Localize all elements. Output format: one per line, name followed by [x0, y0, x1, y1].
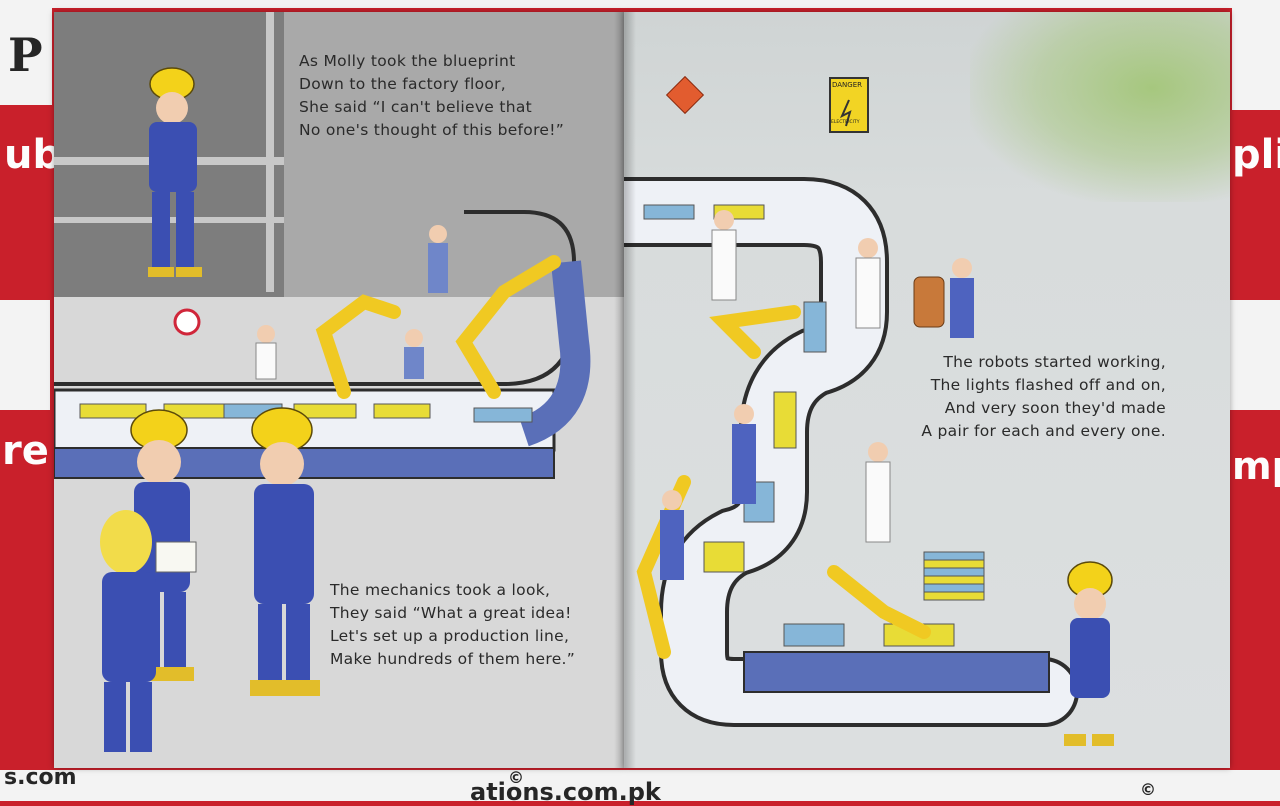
- finished-trousers-stack: [923, 551, 985, 601]
- watermark-ub: ub: [4, 132, 62, 178]
- right-page-illustration: [624, 75, 1114, 746]
- garment-piece: [79, 403, 147, 419]
- background-worker: [660, 490, 684, 580]
- no-entry-sign-icon: [173, 308, 201, 336]
- yellow-robot-arm: [827, 565, 931, 639]
- book-gutter: [614, 12, 636, 768]
- yellow-robot-arm: [315, 294, 401, 399]
- scaffold-post: [266, 12, 274, 292]
- green-wall-wash: [970, 12, 1230, 202]
- watermark-letter-p: P: [8, 28, 43, 82]
- conveyor-belt: [624, 181, 1075, 723]
- conveyor-belt-side: [54, 447, 555, 479]
- background-white-strip-top: [0, 0, 1280, 8]
- trousers: [773, 391, 797, 449]
- garment-piece: [643, 204, 695, 220]
- mechanic-boy: [250, 407, 320, 696]
- background-white-strip-left-mid: [0, 300, 50, 410]
- right-page: DANGER ELECTRICITY The robots started wo…: [624, 12, 1230, 768]
- lightning-bolt-icon: [839, 99, 852, 127]
- watermark-re: re: [2, 428, 49, 474]
- danger-sign-label: DANGER: [832, 81, 863, 89]
- left-verse-bottom: The mechanics took a look, They said “Wh…: [330, 581, 576, 668]
- background-white-strip-right-mid: [1230, 300, 1280, 410]
- cable-spool: [913, 276, 945, 328]
- left-verse-top: As Molly took the blueprint Down to the …: [299, 52, 565, 139]
- background-white-strip-left: [0, 0, 52, 105]
- right-verse: The robots started working, The lights f…: [921, 353, 1166, 440]
- molly-blonde-girl: [100, 510, 197, 752]
- danger-sign-sublabel: ELECTRICITY: [831, 120, 860, 125]
- background-worker: [855, 238, 881, 329]
- background-white-strip-bottom: [0, 770, 1280, 801]
- hazard-diamond-icon: [665, 75, 705, 115]
- watermark-scom: s.com: [4, 765, 77, 790]
- open-book: As Molly took the blueprint Down to the …: [54, 12, 1230, 768]
- background-worker: [732, 404, 756, 504]
- watermark-copyright-2: ©: [1140, 780, 1156, 799]
- boy-in-helmet: [1064, 561, 1114, 746]
- watermark-copyright-1: ©: [508, 768, 524, 787]
- conveyor-curve: [518, 260, 591, 447]
- background-worker: [255, 325, 277, 380]
- background-white-strip-right: [1232, 0, 1280, 110]
- yellow-robot-arm: [455, 255, 561, 399]
- watermark-ations: ations.com.pk: [470, 778, 661, 806]
- conveyor-side: [743, 651, 1050, 693]
- worker-on-scaffold: [148, 67, 202, 277]
- left-page-illustration: [54, 12, 624, 768]
- trousers: [803, 301, 827, 353]
- background-worker: [404, 329, 424, 379]
- watermark-mpu: mpu: [1232, 444, 1280, 488]
- blueprint-book: [155, 541, 197, 573]
- background-worker: [950, 258, 974, 338]
- garment-piece: [473, 407, 533, 423]
- watermark-plic: plic: [1232, 132, 1280, 178]
- danger-electricity-sign: [829, 77, 869, 133]
- background-worker: [428, 225, 448, 293]
- left-page: As Molly took the blueprint Down to the …: [54, 12, 624, 768]
- garment-piece: [373, 403, 431, 419]
- yellow-robot-arm: [709, 305, 801, 359]
- background-worker: [711, 210, 737, 301]
- trousers: [783, 623, 845, 647]
- background-worker: [865, 442, 891, 543]
- trousers: [703, 541, 745, 573]
